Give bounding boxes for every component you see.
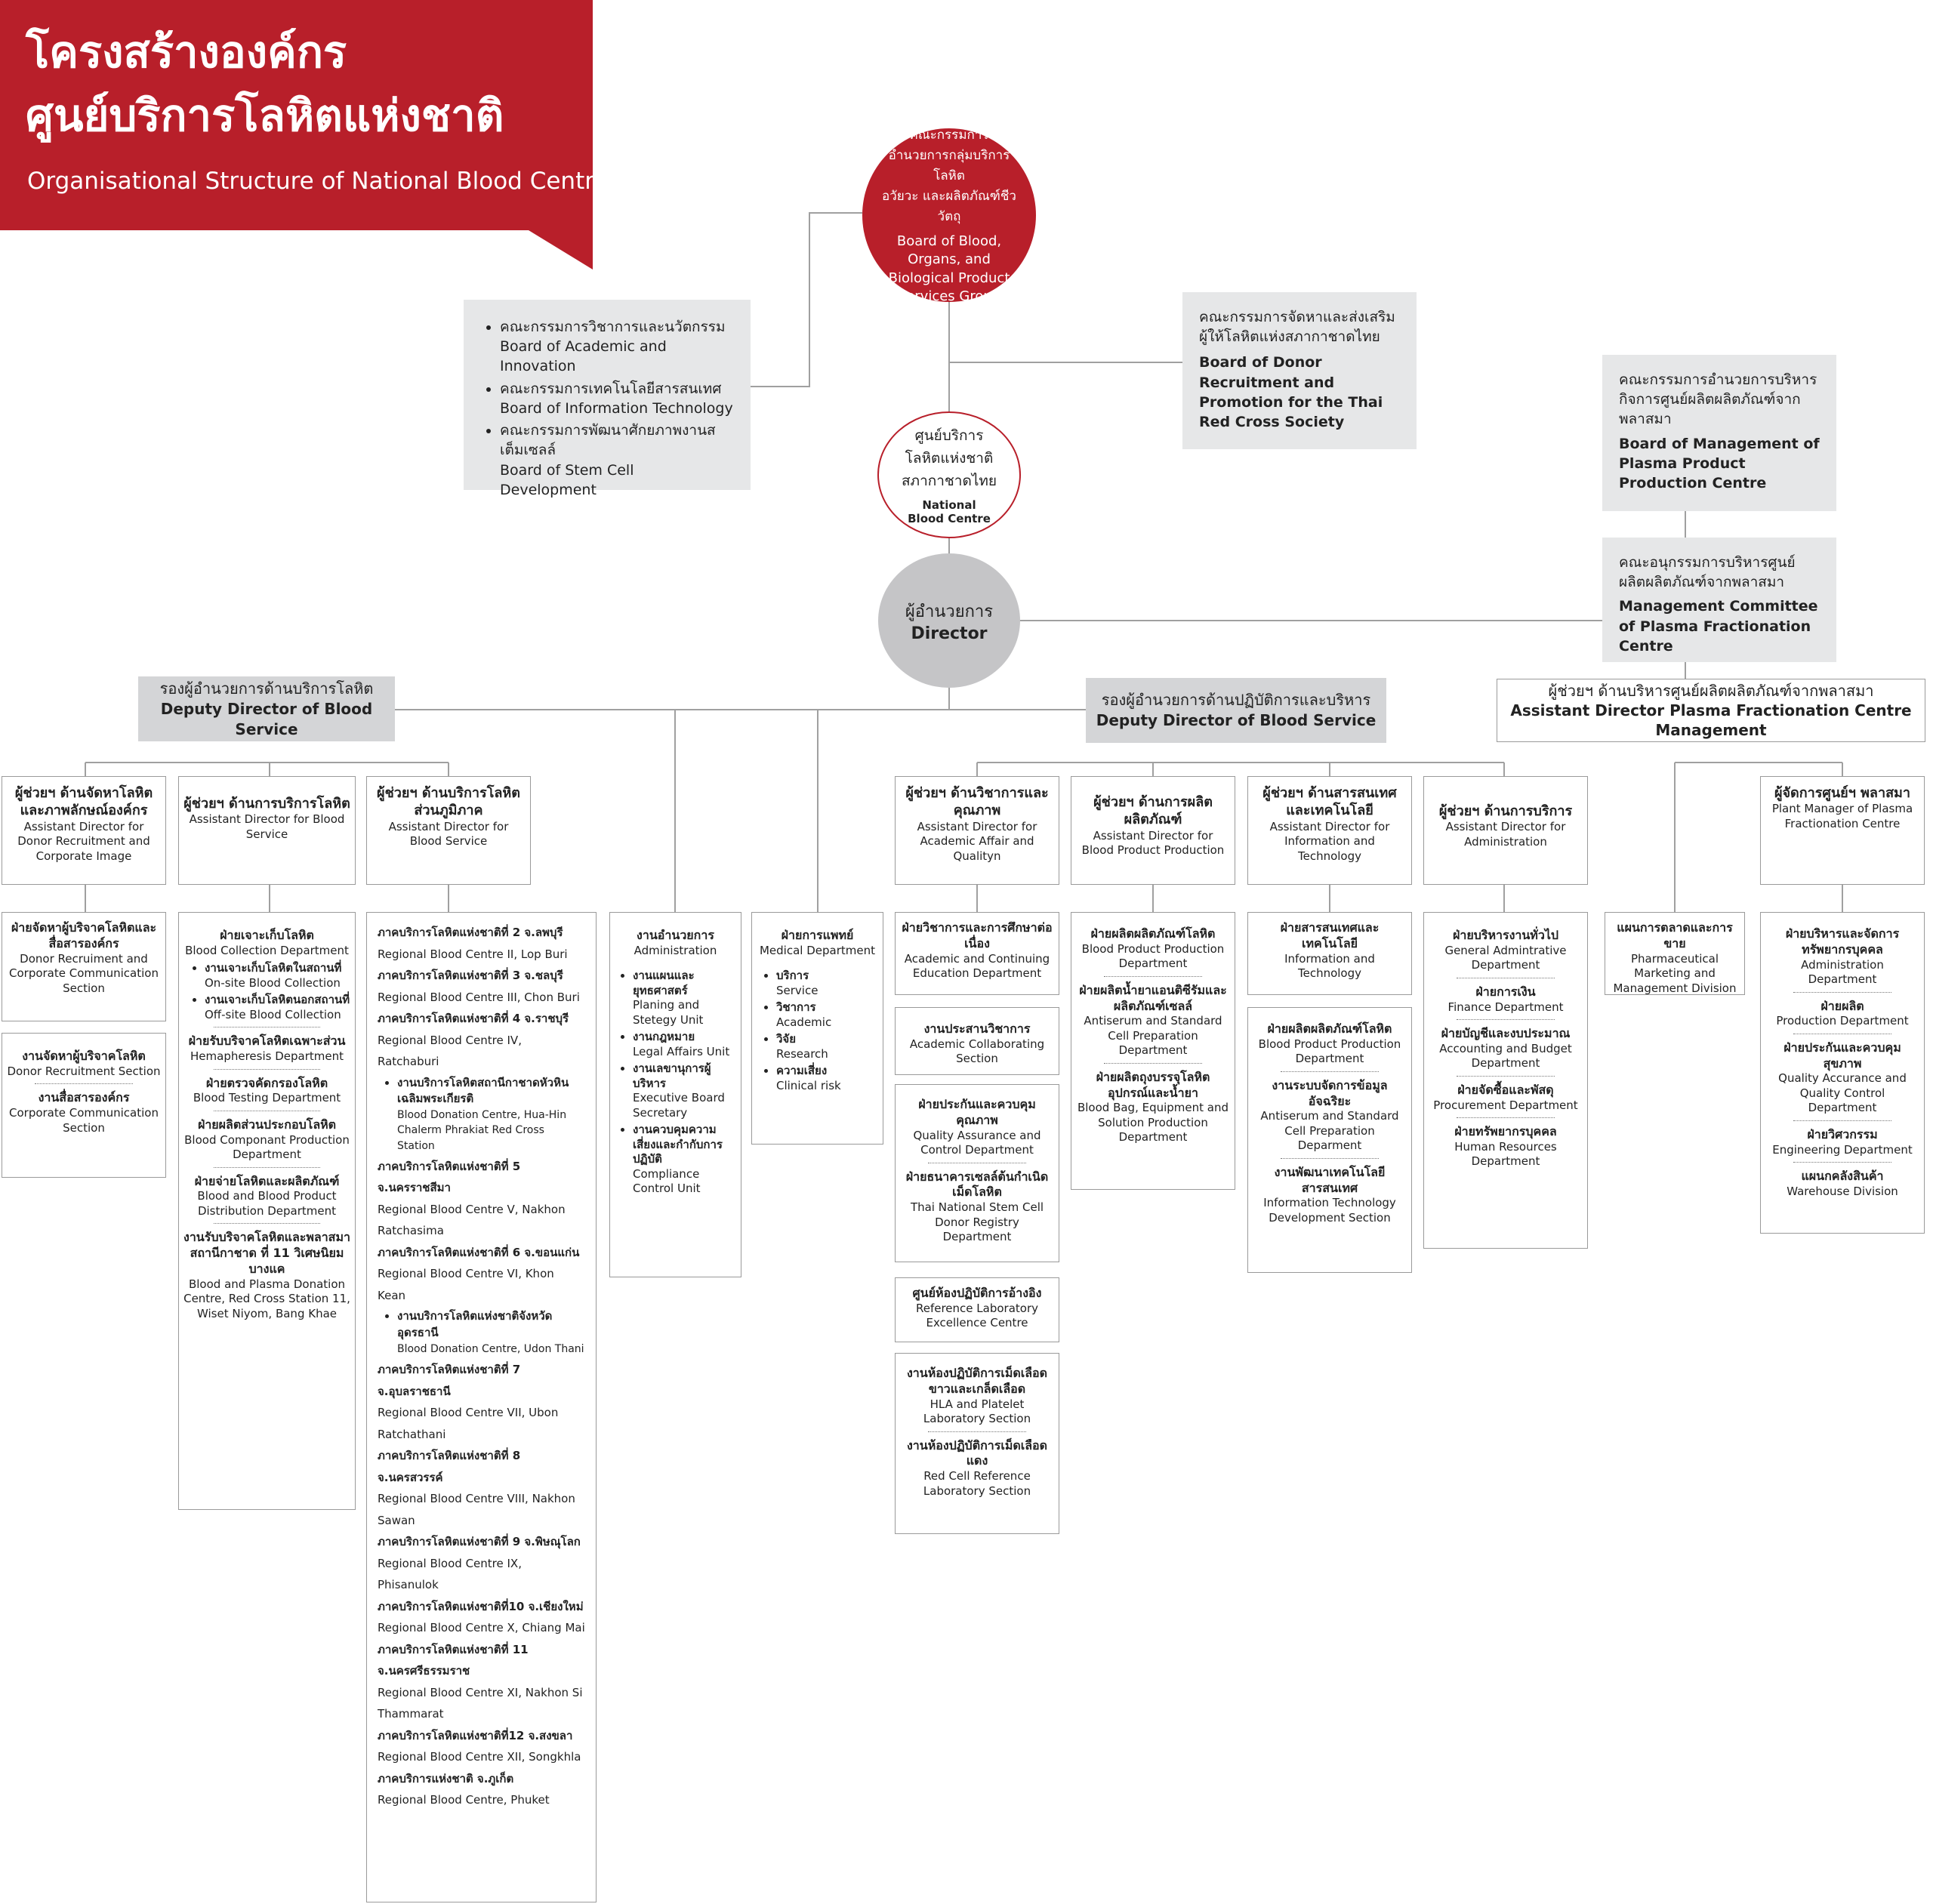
director-circle: ผู้อำนวยการ Director [878, 553, 1020, 688]
top-board-th-3: อวัยวะ และผลิตภัณฑ์ชีววัตถุ [882, 188, 1016, 224]
board-plasma-panel: คณะกรรมการอำนวยการบริหารกิจการศูนย์ผลิตผ… [1602, 355, 1836, 511]
col2-onsite: งานเจาะเก็บโลหิตในสถานที่On-site Blood C… [205, 961, 350, 991]
col2-offsite: งานเจาะเก็บโลหิตนอกสถานที่Off-site Blood… [205, 993, 350, 1022]
deputy-left-th: รองผู้อำนวยการด้านบริการโลหิต [159, 679, 374, 698]
asst-information-technology: ผู้ช่วยฯ ด้านสารสนเทศและเทคโนโลยีAssista… [1247, 776, 1412, 885]
deputy-left-en: Deputy Director of Blood Service [160, 699, 373, 738]
title-thai-line-1: โครงสร้างองค์กร [26, 26, 347, 78]
board-stem-cell: คณะกรรมการพัฒนาศักยภาพงานสเต็มเซลล์Board… [500, 421, 734, 500]
page-header: โครงสร้างองค์กร ศูนย์บริการโลหิตแห่งชาติ… [0, 0, 608, 230]
top-board-th-2: อำนวยการกลุ่มบริการโลหิต [888, 147, 1010, 183]
deputy-right-box: รองผู้อำนวยการด้านปฏิบัติการและบริหาร De… [1086, 678, 1386, 743]
nbc-th-2: โลหิตแห่งชาติ [905, 450, 994, 467]
assistant-plasma-box: ผู้ช่วยฯ ด้านบริหารศูนย์ผลิตผลิตภัณฑ์จาก… [1497, 679, 1925, 742]
title-thai-line-2: ศูนย์บริการโลหิตแห่งชาติ [26, 90, 504, 141]
director-en: Director [911, 624, 988, 643]
region-8: ภาคบริการโลหิตแห่งชาติที่ 8 จ.นครสวรรค์R… [378, 1449, 575, 1527]
board-plasma-en: Board of Management of Plasma Product Pr… [1619, 435, 1820, 492]
admin-compliance: งานควบคุมความเสี่ยงและกำกับการปฏิบัติCom… [633, 1123, 736, 1197]
top-board-en: Board of Blood, Organs, and Biological P… [888, 233, 1010, 304]
title-english: Organisational Structure of National Blo… [27, 168, 609, 195]
top-board-circle: คณะกรรมการ อำนวยการกลุ่มบริการโลหิต อวัย… [862, 127, 1036, 304]
committee-plasma-panel: คณะอนุกรรมการบริหารศูนย์ผลิตผลิตภัณฑ์จาก… [1602, 538, 1836, 662]
admin-plan: งานแผนและยุทธศาสตร์Planing and Stetegy U… [633, 969, 736, 1027]
deputy-left-box: รองผู้อำนวยการด้านบริการโลหิต Deputy Dir… [138, 676, 395, 741]
board-plasma-th: คณะกรรมการอำนวยการบริหารกิจการศูนย์ผลิตผ… [1619, 371, 1817, 428]
nbc-th-1: ศูนย์บริการ [914, 427, 984, 444]
medical-box: ฝ่ายการแพทย์Medical Department บริการSer… [751, 912, 883, 1145]
col6-it-dept: ฝ่ายสารสนเทศและเทคโนโลยีInformation and … [1247, 912, 1412, 995]
nbc-th-3: สภากาชาดไทย [901, 473, 997, 489]
director-th: ผู้อำนวยการ [905, 602, 994, 621]
assistant-plasma-en: Assistant Director Plasma Fractionation … [1510, 701, 1912, 739]
region-5: ภาคบริการโลหิตแห่งชาติที่ 5 จ.นครราชสีมา… [378, 1159, 566, 1238]
assistant-plasma-th: ผู้ช่วยฯ ด้านบริหารศูนย์ผลิตผลิตภัณฑ์จาก… [1548, 682, 1874, 700]
asst-donor-recruitment: ผู้ช่วยฯ ด้านจัดหาโลหิตและภาพลักษณ์องค์ก… [2, 776, 166, 885]
asst-product-production: ผู้ช่วยฯ ด้านการผลิตผลิตภัณฑ์Assistant D… [1071, 776, 1235, 885]
committee-plasma-en: Management Committee of Plasma Fractiona… [1619, 598, 1818, 655]
col4-lab-sections: งานห้องปฏิบัติการเม็ดเลือดขาวและเกล็ดเลื… [895, 1353, 1059, 1534]
board-donor-en: Board of Donor Recruitment and Promotion… [1199, 354, 1383, 431]
deputy-right-th: รองผู้อำนวยการด้านปฏิบัติการและบริหาร [1101, 691, 1371, 709]
region-4: ภาคบริการโลหิตแห่งชาติที่ 4 จ.ราชบุรีReg… [378, 1008, 585, 1154]
header-tail [529, 230, 593, 270]
board-donor-panel: คณะกรรมการจัดหาและส่งเสริมผู้ให้โลหิตแห่… [1182, 292, 1417, 449]
region-7: ภาคบริการโลหิตแห่งชาติที่ 7 จ.อุบลราชธาน… [378, 1363, 559, 1441]
deputy-right-en: Deputy Director of Blood Service [1096, 711, 1377, 729]
committee-plasma-th: คณะอนุกรรมการบริหารศูนย์ผลิตผลิตภัณฑ์จาก… [1619, 554, 1796, 591]
board-donor-th: คณะกรรมการจัดหาและส่งเสริมผู้ให้โลหิตแห่… [1199, 309, 1395, 346]
region-3: ภาคบริการโลหิตแห่งชาติที่ 3 จ.ชลบุรีRegi… [378, 969, 580, 1004]
nbc-circle: ศูนย์บริการ โลหิตแห่งชาติ สภากาชาดไทย Na… [877, 411, 1021, 538]
region-2: ภาคบริการโลหิตแห่งชาติที่ 2 จ.ลพบุรีRegi… [378, 926, 568, 961]
col3-regional-centres: ภาคบริการโลหิตแห่งชาติที่ 2 จ.ลพบุรีRegi… [366, 912, 597, 1902]
region-10: ภาคบริการโลหิตแห่งชาติที่10 จ.เชียงใหม่R… [378, 1599, 585, 1635]
nbc-en: National Blood Centre [908, 498, 991, 525]
region-11: ภาคบริการโลหิตแห่งชาติที่ 11 จ.นครศรีธรร… [378, 1642, 583, 1721]
top-board-th-1: คณะกรรมการ [909, 127, 989, 143]
